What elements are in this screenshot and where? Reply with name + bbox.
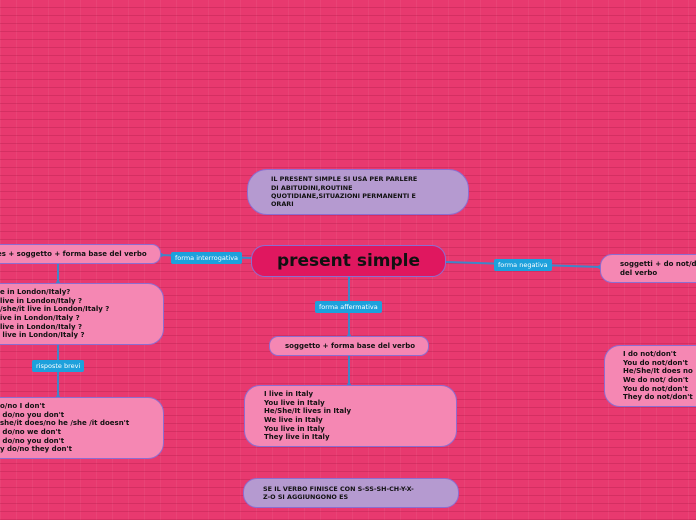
negativa-rule-node[interactable]: soggetti + do not/d del verbo	[600, 254, 696, 283]
info-text: IL PRESENT SIMPLE SI USA PER PARLERE DI …	[271, 175, 418, 209]
note-node[interactable]: SE IL VERBO FINISCE CON S-SS-SH-CH-Y-X- …	[243, 478, 459, 508]
info-node[interactable]: IL PRESENT SIMPLE SI USA PER PARLERE DI …	[247, 169, 469, 215]
affermativa-rule-text: soggetto + forma base del verbo	[285, 341, 416, 350]
root-node[interactable]: present simple	[251, 245, 446, 277]
affermativa-examples-text: I live in Italy You live in Italy He/She…	[264, 390, 352, 442]
negativa-rule-text: soggetti + do not/d del verbo	[620, 259, 696, 277]
interrogativa-rule-node[interactable]: es + soggetto + forma base del verbo	[0, 244, 161, 264]
affermativa-examples-node[interactable]: I live in Italy You live in Italy He/She…	[244, 385, 457, 447]
negativa-examples-text: I do not/don't You do not/don't He/She/I…	[623, 350, 693, 402]
label-forma-interrogativa[interactable]: forma interrogativa	[171, 252, 243, 264]
label-risposte-brevi[interactable]: risposte brevi	[32, 360, 85, 372]
risposte-examples-node[interactable]: o/no I don't do/no you don't she/it does…	[0, 397, 164, 459]
interrogativa-examples-text: e in London/Italy? live in London/Italy …	[0, 288, 110, 340]
root-title: present simple	[276, 251, 421, 271]
risposte-examples-text: o/no I don't do/no you don't she/it does…	[0, 402, 130, 454]
affermativa-rule-node[interactable]: soggetto + forma base del verbo	[269, 336, 429, 356]
label-forma-negativa[interactable]: forma negativa	[494, 259, 552, 271]
label-forma-affermativa[interactable]: forma affermativa	[315, 301, 382, 313]
note-text: SE IL VERBO FINISCE CON S-SS-SH-CH-Y-X- …	[263, 484, 414, 501]
interrogativa-examples-node[interactable]: e in London/Italy? live in London/Italy …	[0, 283, 164, 345]
interrogativa-rule-text: es + soggetto + forma base del verbo	[0, 249, 147, 258]
negativa-examples-node[interactable]: I do not/don't You do not/don't He/She/I…	[604, 345, 696, 407]
